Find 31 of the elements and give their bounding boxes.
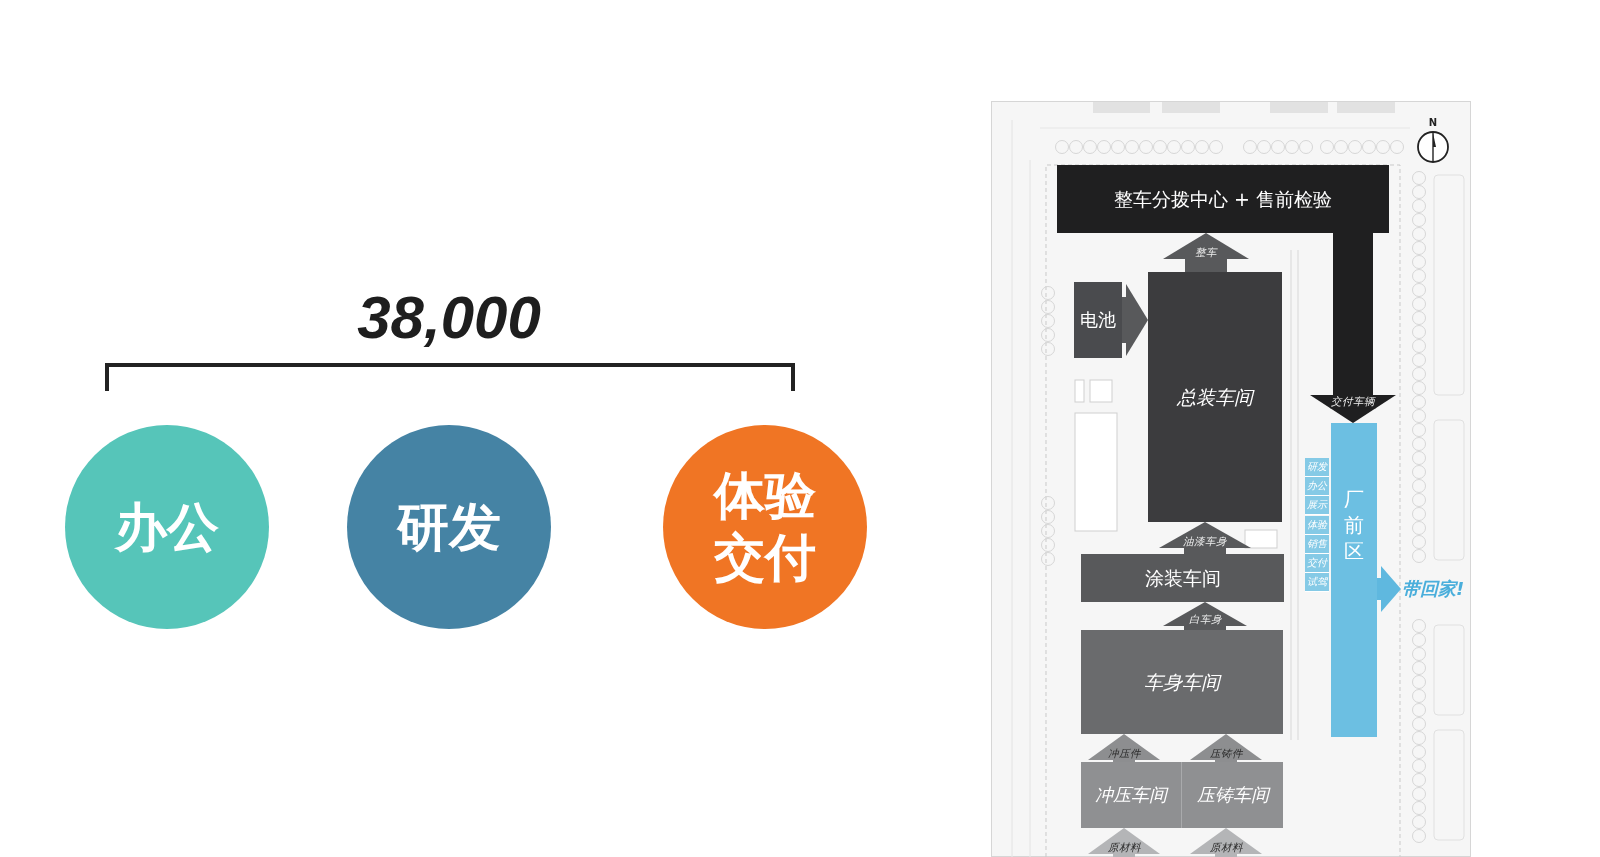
function-tab: 研发 [1305,458,1329,477]
function-tab: 展示 [1305,496,1329,516]
arrow-label: 交付车辆 [1330,396,1376,408]
total-value: 38,000 [357,288,541,348]
block-arrow [1159,522,1251,554]
block-arrow [1163,602,1247,630]
block-arrow [1377,566,1401,612]
building-block: 涂装车间 [1081,554,1284,602]
building-block: 压铸车间 [1181,762,1283,828]
block-arrow [1310,233,1396,423]
slogan-text: 带回家! [1401,577,1465,601]
block-arrow [1122,284,1148,356]
arrow-label: 白车身 [1187,614,1223,626]
building-block: 电池 [1074,282,1122,358]
building-block: 冲压车间 [1081,762,1181,828]
function-tab: 办公 [1305,477,1329,497]
block-arrow [1190,828,1262,857]
function-tab: 交付 [1305,554,1329,573]
building-block: 总装车间 [1148,272,1282,522]
category-circle: 研发 [347,425,551,629]
building-block: 整车分拨中心 + 售前检验 [1057,165,1389,233]
building-block: 车身车间 [1081,630,1283,734]
category-circle: 体验交付 [663,425,867,629]
block-arrow [1190,734,1262,762]
block-arrow [1088,828,1160,857]
block-arrow [1163,233,1249,272]
block-arrow [1088,734,1160,762]
north-label: N [1428,118,1438,128]
function-tab: 试驾 [1305,573,1329,593]
zone-strip: 厂前区 [1331,423,1377,737]
category-circle: 办公 [65,425,269,629]
